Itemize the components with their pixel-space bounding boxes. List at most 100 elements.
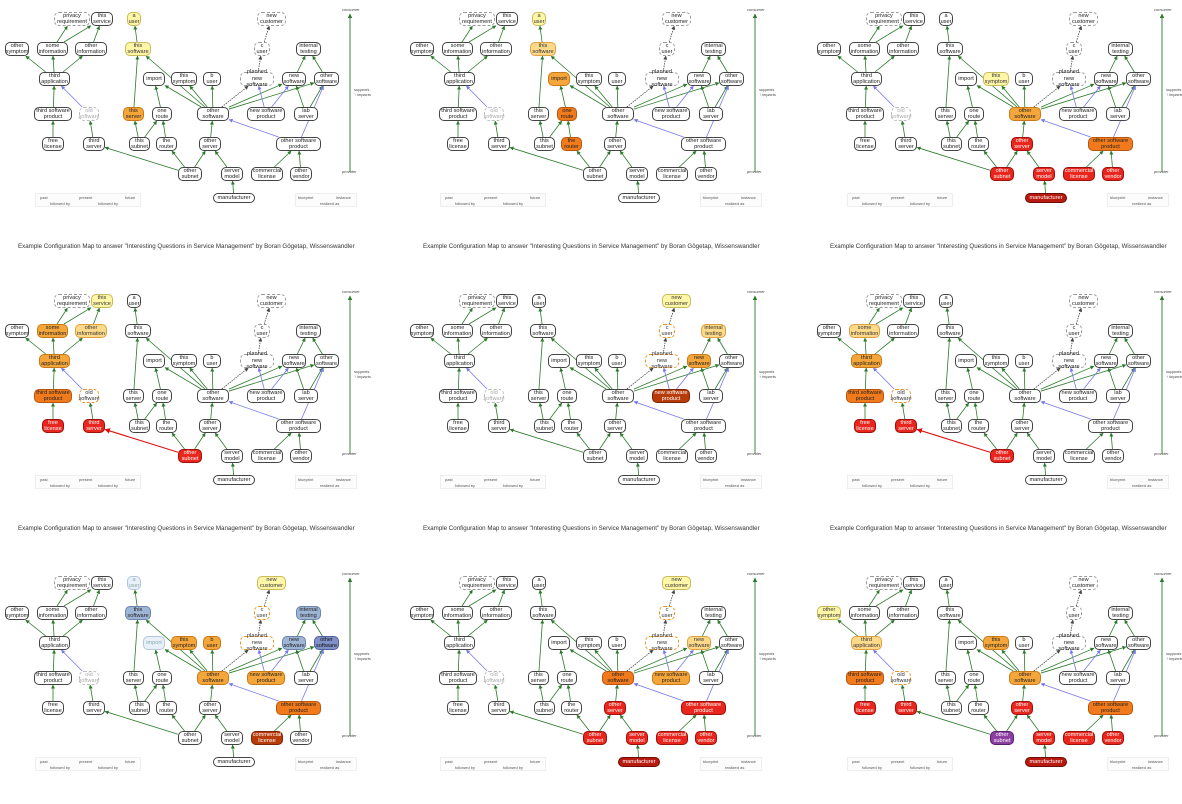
node-planned-new-software[interactable]: planned new software [645,351,679,370]
node-one-route[interactable]: one route [557,107,577,121]
node-commercial-license[interactable]: commercial license [1063,167,1095,181]
node-b-user[interactable]: b user [1015,72,1033,86]
node-third-software-product[interactable]: third software product [439,671,477,685]
node-other-server[interactable]: other server [199,701,221,715]
node-planned-new-software[interactable]: planned new software [240,633,274,652]
node-server-model[interactable]: server model [626,167,648,181]
node-other-software-top[interactable]: other software [1126,636,1151,650]
node-new-software[interactable]: new software [282,354,306,368]
node-other-server[interactable]: other server [604,701,626,715]
node-third-server[interactable]: third server [895,137,917,151]
node-c-user[interactable]: c user [254,324,270,338]
node-third-software-product[interactable]: third software product [34,107,72,121]
node-new-software-product[interactable]: new software product [1059,671,1097,685]
node-some-information[interactable]: some information [37,606,68,620]
node-other-information[interactable]: other information [887,42,919,56]
node-b-user[interactable]: b user [203,354,221,368]
node-free-license[interactable]: free license [447,137,469,151]
node-other-software-product[interactable]: other software product [681,419,726,433]
node-this-server[interactable]: this server [935,671,956,685]
node-one-route[interactable]: one route [152,671,172,685]
node-third-application[interactable]: third application [444,636,475,650]
node-other-software[interactable]: other software [602,671,634,685]
node-other-software[interactable]: other software [197,107,229,121]
node-other-software-product[interactable]: other software product [681,137,726,151]
node-this-subnet[interactable]: this subnet [941,419,962,433]
node-this-symptom[interactable]: this symptom [576,72,602,86]
node-old-software[interactable]: old software [483,671,505,685]
node-other-software-top[interactable]: other software [719,354,744,368]
node-the-router[interactable]: the router [968,701,989,715]
node-this-symptom[interactable]: this symptom [983,636,1009,650]
node-free-license[interactable]: free license [854,137,876,151]
node-other-software-product[interactable]: other software product [276,701,321,715]
node-other-vendor[interactable]: other vendor [1102,449,1124,463]
node-new-customer[interactable]: new customer [1069,294,1098,308]
node-b-user[interactable]: b user [608,354,626,368]
node-new-software-product[interactable]: new software product [247,389,285,403]
node-internal-testing[interactable]: internal testing [701,42,726,56]
node-this-symptom[interactable]: this symptom [576,354,602,368]
node-other-symptom[interactable]: other symptom [817,324,841,338]
node-internal-testing[interactable]: internal testing [1108,42,1133,56]
node-commercial-license[interactable]: commercial license [251,731,283,745]
node-commercial-license[interactable]: commercial license [656,731,688,745]
node-this-server[interactable]: this server [123,389,144,403]
node-old-software[interactable]: old software [890,107,912,121]
node-this-server[interactable]: this server [935,107,956,121]
node-internal-testing[interactable]: internal testing [1108,606,1133,620]
node-free-license[interactable]: free license [447,701,469,715]
node-this-service[interactable]: this service [91,576,113,590]
node-other-subnet[interactable]: other subnet [583,449,607,463]
node-c-user[interactable]: c user [659,324,675,338]
node-other-software[interactable]: other software [197,389,229,403]
node-free-license[interactable]: free license [42,419,64,433]
node-other-software-product[interactable]: other software product [276,137,321,151]
node-third-server[interactable]: third server [488,419,510,433]
node-other-vendor[interactable]: other vendor [1102,167,1124,181]
node-this-server[interactable]: this server [123,671,144,685]
node-one-route[interactable]: one route [152,107,172,121]
node-import[interactable]: import [955,72,977,86]
node-commercial-license[interactable]: commercial license [656,167,688,181]
node-new-software[interactable]: new software [1094,354,1118,368]
node-commercial-license[interactable]: commercial license [251,449,283,463]
node-other-software-product[interactable]: other software product [681,701,726,715]
node-new-customer[interactable]: new customer [662,12,691,26]
node-free-license[interactable]: free license [42,701,64,715]
node-import[interactable]: import [955,636,977,650]
node-the-router[interactable]: the router [968,137,989,151]
node-privacy-requirement[interactable]: privacy requirement [54,576,90,590]
node-other-software[interactable]: other software [1009,671,1041,685]
node-other-vendor[interactable]: other vendor [695,167,717,181]
node-privacy-requirement[interactable]: privacy requirement [459,294,495,308]
node-manufacturer[interactable]: manufacturer [618,757,660,767]
node-import[interactable]: import [548,354,570,368]
node-this-software[interactable]: this software [125,606,151,620]
node-new-software-product[interactable]: new software product [1059,389,1097,403]
node-third-application[interactable]: third application [444,72,475,86]
node-import[interactable]: import [143,354,165,368]
node-lab-server[interactable]: lab server [699,389,723,403]
node-other-subnet[interactable]: other subnet [990,731,1014,745]
node-some-information[interactable]: some information [37,42,68,56]
node-new-customer[interactable]: new customer [662,294,691,308]
node-third-server[interactable]: third server [83,419,105,433]
node-manufacturer[interactable]: manufacturer [1025,475,1067,485]
node-other-software-top[interactable]: other software [314,72,339,86]
node-privacy-requirement[interactable]: privacy requirement [54,12,90,26]
node-other-subnet[interactable]: other subnet [583,731,607,745]
node-this-service[interactable]: this service [91,12,113,26]
node-new-customer[interactable]: new customer [257,576,286,590]
node-other-software[interactable]: other software [602,389,634,403]
node-other-software-product[interactable]: other software product [1088,419,1133,433]
node-manufacturer[interactable]: manufacturer [213,757,255,767]
node-privacy-requirement[interactable]: privacy requirement [866,294,902,308]
node-old-software[interactable]: old software [890,389,912,403]
node-other-software[interactable]: other software [197,671,229,685]
node-manufacturer[interactable]: manufacturer [618,193,660,203]
node-other-software[interactable]: other software [1009,389,1041,403]
node-this-software[interactable]: this software [530,606,556,620]
node-third-application[interactable]: third application [851,636,882,650]
node-this-subnet[interactable]: this subnet [941,701,962,715]
